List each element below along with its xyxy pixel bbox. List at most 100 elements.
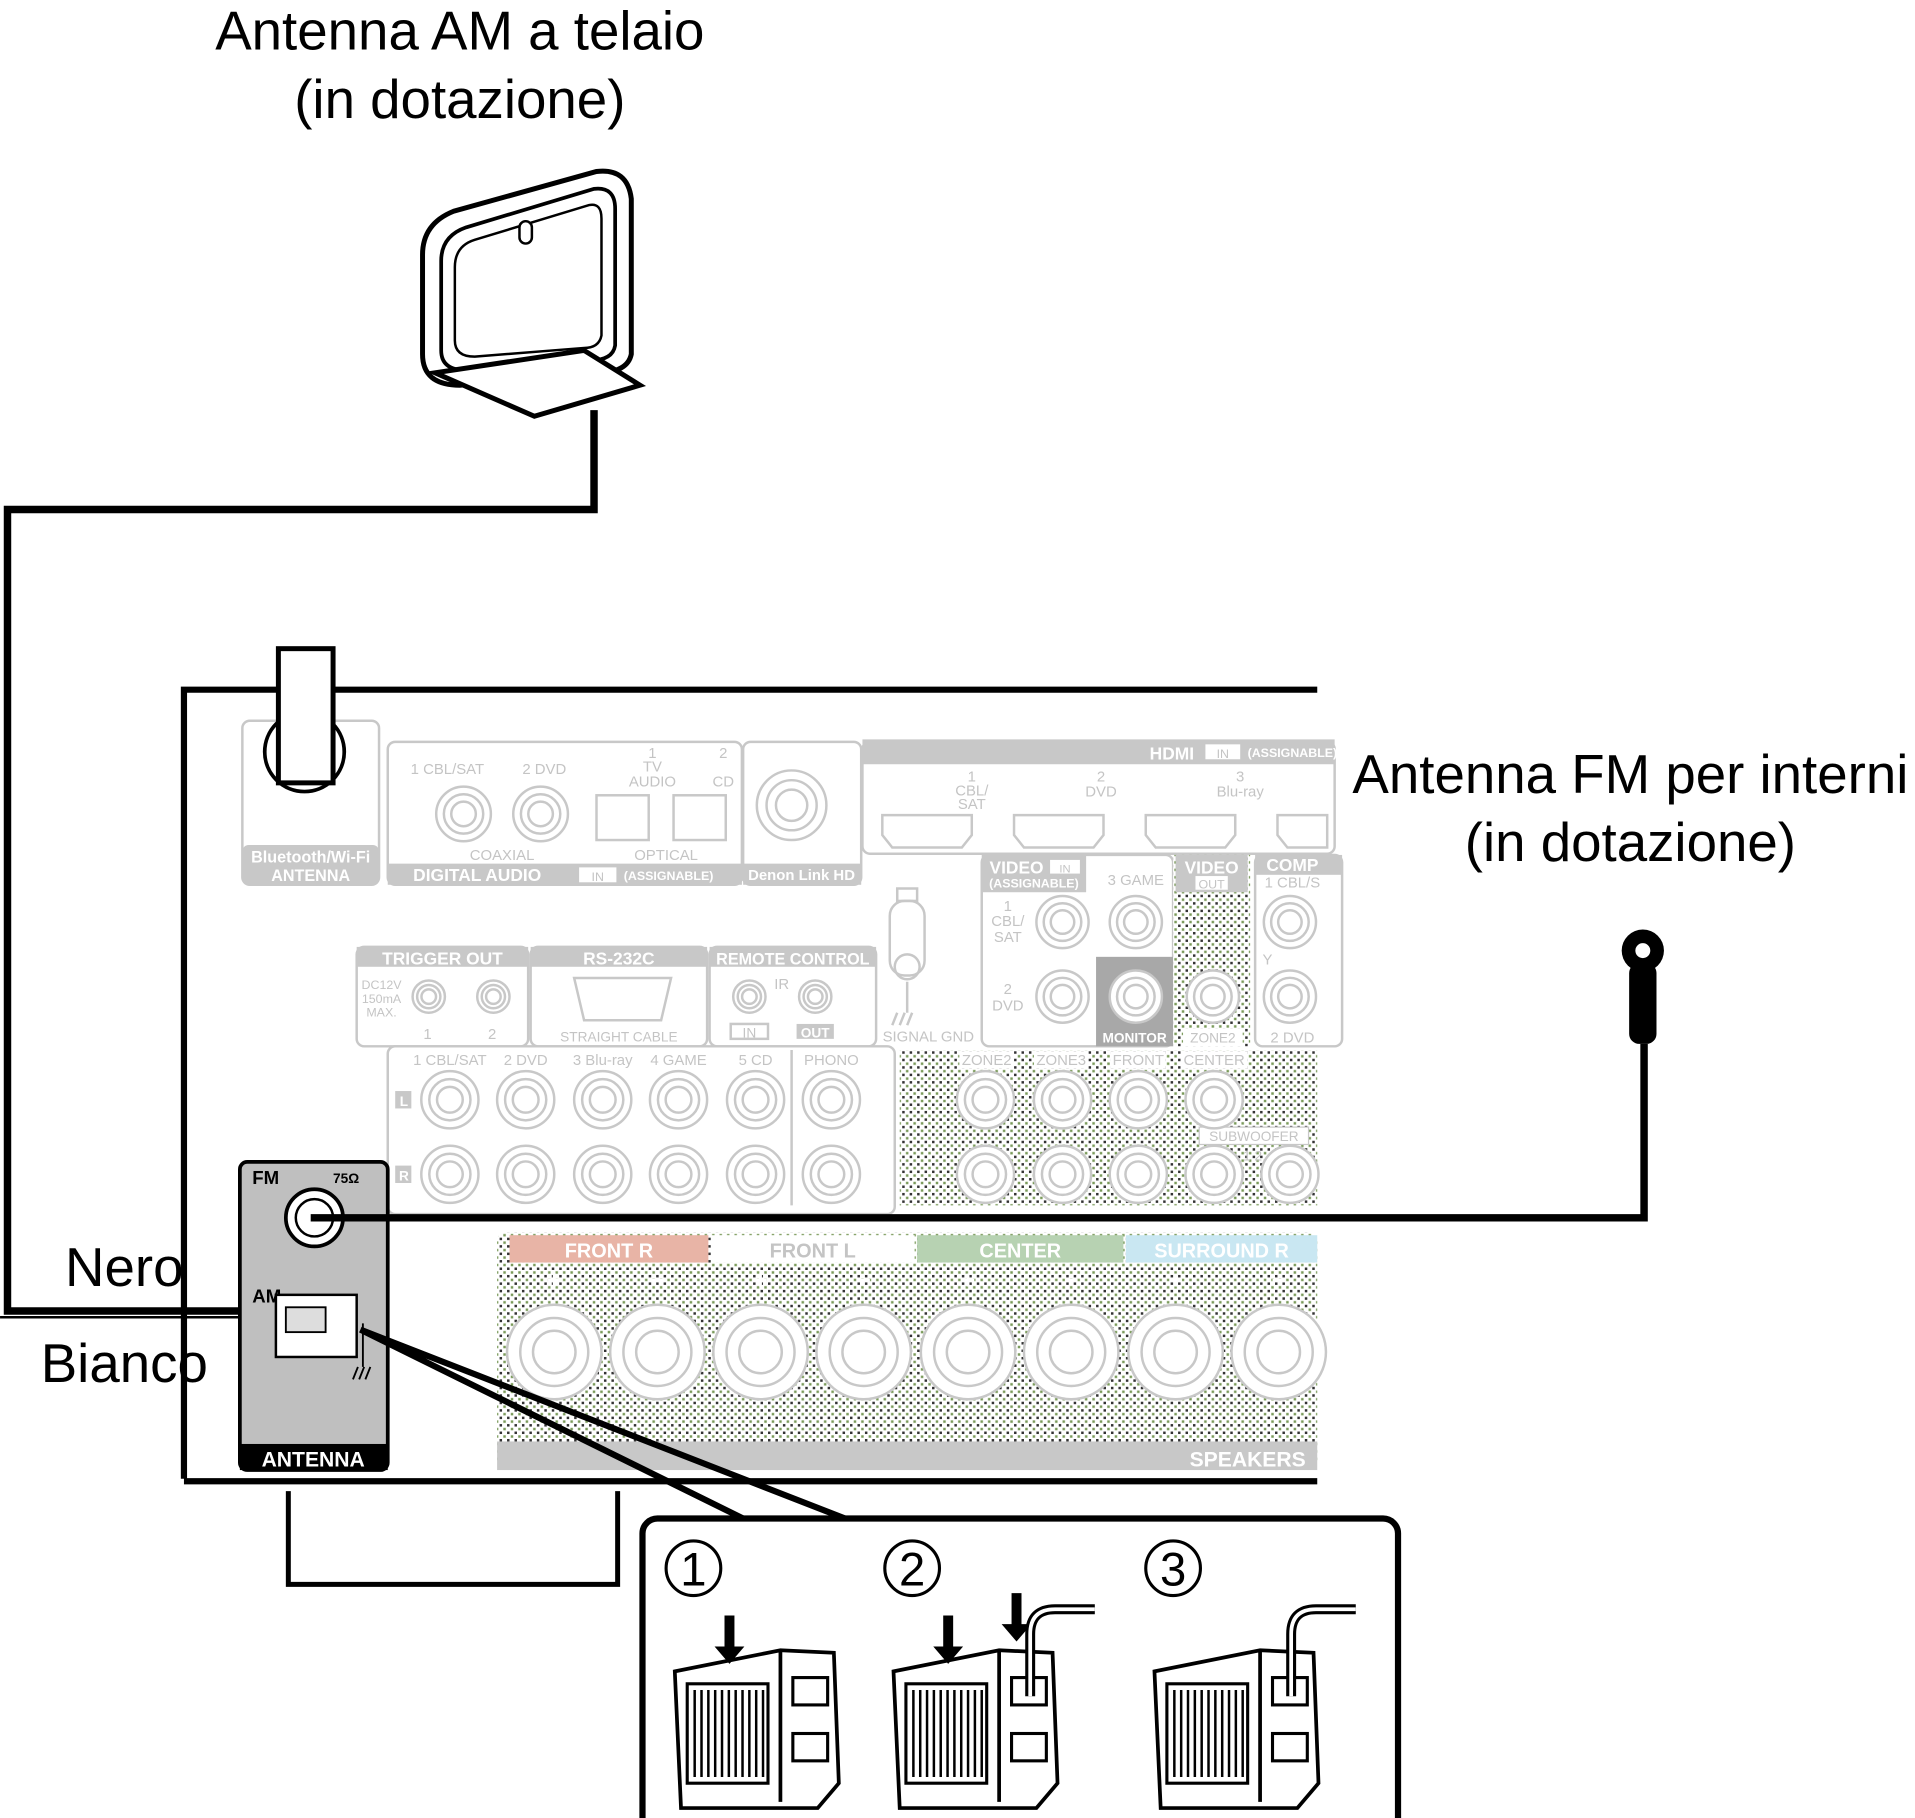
speaker-terminal[interactable]: [505, 1303, 603, 1401]
analog-audio-jack-l-ring: [428, 1077, 472, 1122]
signal-gnd-terminal: SIGNAL GND: [883, 887, 974, 1045]
hdmi-input-section: HDMI IN (ASSIGNABLE) 1 CBL/ SAT 2 DVD 3 …: [861, 739, 1337, 855]
trigger-out-jack-ring: [484, 988, 502, 1006]
svg-text:RS-232C: RS-232C: [583, 948, 655, 968]
svg-text:CENTER: CENTER: [1183, 1053, 1245, 1069]
analog-audio-jack-l-ring: [588, 1085, 617, 1114]
plus-sign: +: [1168, 1268, 1183, 1295]
svg-text:AM: AM: [252, 1285, 281, 1306]
analog-audio-jack-r[interactable]: [725, 1144, 786, 1205]
speaker-terminal[interactable]: [712, 1303, 810, 1401]
svg-text:1: 1: [968, 770, 976, 786]
trigger-out-jack[interactable]: [475, 979, 511, 1015]
coaxial-jack[interactable]: [434, 785, 493, 843]
speaker-terminal[interactable]: [608, 1303, 706, 1401]
ir-out-jack-ring: [802, 983, 829, 1010]
svg-text:L: L: [400, 1094, 408, 1109]
ir-in-jack-ring: [736, 983, 763, 1010]
svg-text:(ASSIGNABLE): (ASSIGNABLE): [989, 876, 1079, 890]
minus-sign: −: [1064, 1268, 1079, 1295]
svg-text:OPTICAL: OPTICAL: [634, 848, 698, 864]
analog-audio-jack-l-ring: [664, 1085, 693, 1114]
pre-out-jack-r[interactable]: [1260, 1144, 1320, 1205]
video-jack[interactable]: [1035, 969, 1090, 1024]
trigger-out-jack[interactable]: [411, 979, 447, 1015]
optical-port-1: [595, 794, 650, 842]
analog-audio-jack-l[interactable]: [420, 1069, 480, 1130]
analog-audio-jack-l-ring: [580, 1077, 625, 1122]
component-jack-ring: [1276, 983, 1303, 1010]
svg-text:Y: Y: [1263, 952, 1273, 968]
ir-in-jack[interactable]: [731, 979, 767, 1015]
analog-audio-jack-r[interactable]: [420, 1144, 480, 1205]
svg-text:CBL/: CBL/: [955, 783, 989, 799]
component-jack[interactable]: [1262, 969, 1318, 1024]
svg-text:3 Blu-ray: 3 Blu-ray: [573, 1053, 633, 1069]
analog-audio-jack-l[interactable]: [648, 1069, 709, 1130]
fm-indoor-antenna: [310, 929, 1664, 1222]
analog-audio-jack-l[interactable]: [725, 1069, 786, 1130]
analog-audio-jack-l[interactable]: [495, 1069, 556, 1130]
speaker-terminal[interactable]: [1230, 1303, 1328, 1401]
analog-audio-jack-r[interactable]: [495, 1144, 556, 1205]
video-jack[interactable]: [1108, 894, 1164, 950]
speaker-terminal-ring: [634, 1329, 680, 1375]
speaker-group-label: CENTER: [979, 1241, 1061, 1263]
pre-out-jack-r[interactable]: [1032, 1144, 1093, 1205]
analog-audio-jack-r[interactable]: [801, 1144, 862, 1205]
video-jack[interactable]: [1035, 894, 1090, 950]
pre-out-jack-r-ring: [1124, 1160, 1153, 1189]
analog-audio-jack-r[interactable]: [648, 1144, 709, 1205]
speaker-terminal[interactable]: [919, 1303, 1017, 1401]
svg-text:ZONE2: ZONE2: [962, 1053, 1012, 1069]
pre-out-jack-r-ring: [1268, 1152, 1312, 1197]
minus-sign: −: [856, 1268, 871, 1295]
pre-out-jack-l[interactable]: [1108, 1069, 1169, 1130]
svg-text:IR: IR: [774, 977, 789, 993]
pre-out-jack-r-ring: [1116, 1152, 1161, 1197]
pre-out-jack-l[interactable]: [955, 1069, 1016, 1130]
component-jack[interactable]: [1262, 894, 1318, 950]
svg-text:IN: IN: [743, 1026, 757, 1041]
svg-text:R: R: [399, 1169, 409, 1184]
analog-audio-jack-l[interactable]: [801, 1069, 862, 1130]
speaker-terminal-ring: [1140, 1316, 1211, 1388]
svg-text:DIGITAL AUDIO: DIGITAL AUDIO: [413, 865, 541, 885]
wire-white-label: Bianco: [41, 1333, 208, 1394]
video-jack-ring: [1049, 909, 1076, 936]
pre-out-jack-l[interactable]: [1032, 1069, 1093, 1130]
svg-text:(ASSIGNABLE): (ASSIGNABLE): [624, 869, 714, 883]
press-arrow-icon: [714, 1615, 745, 1664]
pre-out-jack-r[interactable]: [1184, 1144, 1244, 1205]
speaker-terminal[interactable]: [1127, 1303, 1225, 1401]
svg-text:1 CBL/SAT: 1 CBL/SAT: [413, 1053, 486, 1069]
pre-out-jack-r[interactable]: [955, 1144, 1016, 1205]
svg-text:TRIGGER OUT: TRIGGER OUT: [382, 948, 503, 968]
speaker-terminal[interactable]: [1022, 1303, 1120, 1401]
denon-link-jack[interactable]: [755, 769, 828, 842]
pre-out-jack-l-ring: [1200, 1085, 1229, 1114]
coaxial-jack-ring: [450, 800, 478, 828]
svg-text:OUT: OUT: [1199, 877, 1226, 891]
svg-text:TV: TV: [643, 760, 662, 776]
svg-text:ANTENNA: ANTENNA: [262, 1448, 365, 1471]
ir-out-jack[interactable]: [797, 979, 833, 1015]
speaker-terminal-ring: [519, 1316, 590, 1388]
svg-text:5 CD: 5 CD: [739, 1053, 773, 1069]
speaker-terminal[interactable]: [815, 1303, 913, 1401]
coaxial-jack[interactable]: [512, 785, 570, 843]
speaker-terminal-ring: [531, 1329, 577, 1375]
analog-audio-jack-l[interactable]: [572, 1069, 633, 1130]
svg-text:SAT: SAT: [994, 930, 1022, 946]
analog-audio-jack-r[interactable]: [572, 1144, 633, 1205]
pre-out-jack-l[interactable]: [1184, 1069, 1244, 1130]
am-loop-antenna: [420, 168, 647, 419]
speaker-terminal-ring: [841, 1329, 887, 1375]
zone2-video-out-jack[interactable]: [1185, 969, 1241, 1024]
monitor-out-jack[interactable]: [1108, 969, 1164, 1024]
video-jack-ring: [1115, 902, 1156, 943]
speaker-terminal-ring: [1153, 1329, 1199, 1375]
analog-audio-input-section: 1 CBL/SAT 2 DVD 3 Blu-ray 4 GAME 5 CD PH…: [386, 1045, 896, 1216]
pre-out-jack-r[interactable]: [1108, 1144, 1169, 1205]
